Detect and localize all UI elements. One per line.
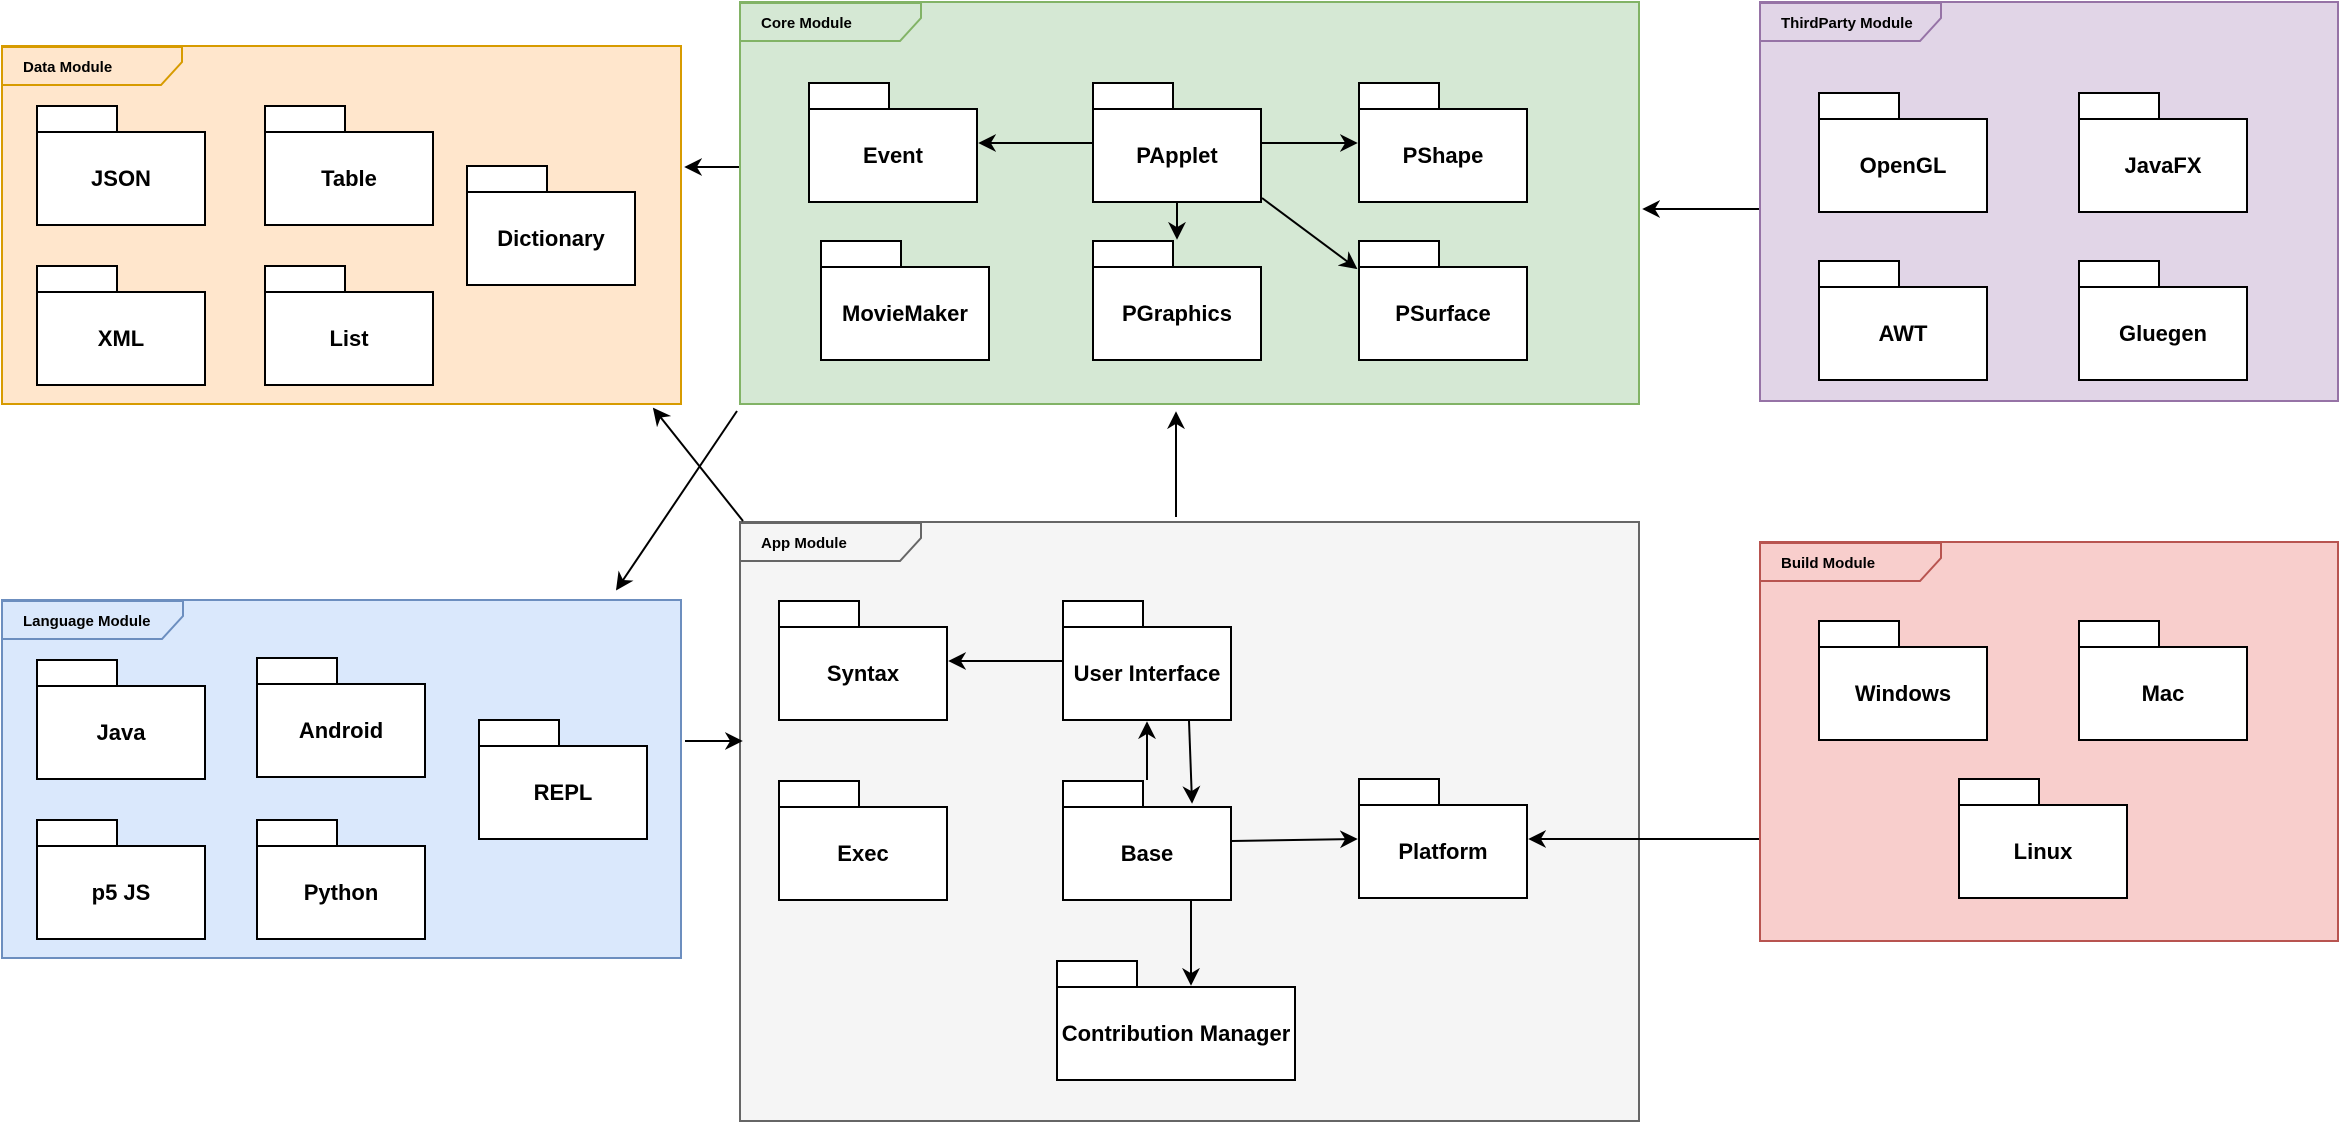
package-android[interactable]: Android — [256, 657, 426, 778]
language-module-tab — [3, 601, 185, 641]
data-module-tab — [3, 47, 183, 87]
arrow-core-language — [615, 410, 738, 591]
arrow-app-data — [652, 407, 744, 522]
package-opengl[interactable]: OpenGL — [1818, 92, 1988, 213]
thirdparty-module-tab — [1761, 3, 1943, 43]
package-label: Syntax — [826, 660, 900, 686]
package-label: PShape — [1402, 142, 1484, 168]
package-label: Event — [863, 142, 923, 168]
package-label: Platform — [1398, 838, 1488, 864]
package-label: Contribution Manager — [1061, 1020, 1291, 1046]
package-label: User Interface — [1073, 660, 1221, 686]
package-label: Android — [298, 717, 384, 743]
arrow-papplet-psurface — [1261, 197, 1358, 270]
package-dictionary[interactable]: Dictionary — [466, 165, 636, 286]
arrow-ui-base — [1182, 720, 1201, 804]
package-exec[interactable]: Exec — [778, 780, 948, 901]
package-label: AWT — [1878, 320, 1928, 346]
package-label: PApplet — [1136, 142, 1218, 168]
package-p5js[interactable]: p5 JS — [36, 819, 206, 940]
package-label: Gluegen — [2118, 320, 2207, 346]
core-module-label: Core Module — [761, 15, 852, 32]
package-label: MovieMaker — [842, 300, 968, 326]
package-label: XML — [97, 325, 145, 351]
package-label: JavaFX — [2124, 152, 2202, 178]
package-label: Python — [303, 879, 379, 905]
package-json[interactable]: JSON — [36, 105, 206, 226]
package-label: Windows — [1854, 680, 1952, 706]
package-mac[interactable]: Mac — [2078, 620, 2248, 741]
package-base[interactable]: Base — [1062, 780, 1232, 901]
data-module-label: Data Module — [23, 59, 113, 76]
package-event[interactable]: Event — [808, 82, 978, 203]
build-module-frame[interactable]: Build Module — [1759, 541, 2339, 942]
package-label: JSON — [91, 165, 151, 191]
arrow-base-platform — [1231, 830, 1358, 849]
package-list[interactable]: List — [264, 265, 434, 386]
package-label: Java — [96, 719, 146, 745]
app-module-label: App Module — [761, 535, 847, 552]
package-label: Table — [321, 165, 377, 191]
package-syntax[interactable]: Syntax — [778, 600, 948, 721]
package-label: OpenGL — [1859, 152, 1947, 178]
package-moviemaker[interactable]: MovieMaker — [820, 240, 990, 361]
package-java[interactable]: Java — [36, 659, 206, 780]
package-papplet[interactable]: PApplet — [1092, 82, 1262, 203]
package-windows[interactable]: Windows — [1818, 620, 1988, 741]
package-pshape[interactable]: PShape — [1358, 82, 1528, 203]
language-module-label: Language Module — [23, 613, 151, 630]
core-module-tab — [741, 3, 923, 43]
package-label: Base — [1120, 840, 1174, 866]
package-linux[interactable]: Linux — [1958, 778, 2128, 899]
package-python[interactable]: Python — [256, 819, 426, 940]
package-platform[interactable]: Platform — [1358, 778, 1528, 899]
app-module-tab — [741, 523, 923, 563]
package-label: List — [329, 325, 369, 351]
package-label: Linux — [2013, 838, 2073, 864]
package-label: Mac — [2141, 680, 2185, 706]
package-user-interface[interactable]: User Interface — [1062, 600, 1232, 721]
package-label: Dictionary — [497, 225, 605, 251]
build-module-label: Build Module — [1781, 555, 1876, 572]
package-label: PSurface — [1395, 300, 1491, 326]
package-label: REPL — [533, 779, 593, 805]
package-javafx[interactable]: JavaFX — [2078, 92, 2248, 213]
package-label: Exec — [837, 840, 889, 866]
package-awt[interactable]: AWT — [1818, 260, 1988, 381]
package-contribution-manager[interactable]: Contribution Manager — [1056, 960, 1296, 1081]
package-gluegen[interactable]: Gluegen — [2078, 260, 2248, 381]
package-psurface[interactable]: PSurface — [1358, 240, 1528, 361]
package-label: p5 JS — [91, 879, 151, 905]
package-repl[interactable]: REPL — [478, 719, 648, 840]
package-table[interactable]: Table — [264, 105, 434, 226]
build-module-tab — [1761, 543, 1943, 583]
package-xml[interactable]: XML — [36, 265, 206, 386]
package-label: PGraphics — [1121, 300, 1233, 326]
package-pgraphics[interactable]: PGraphics — [1092, 240, 1262, 361]
thirdparty-module-label: ThirdParty Module — [1781, 15, 1913, 32]
